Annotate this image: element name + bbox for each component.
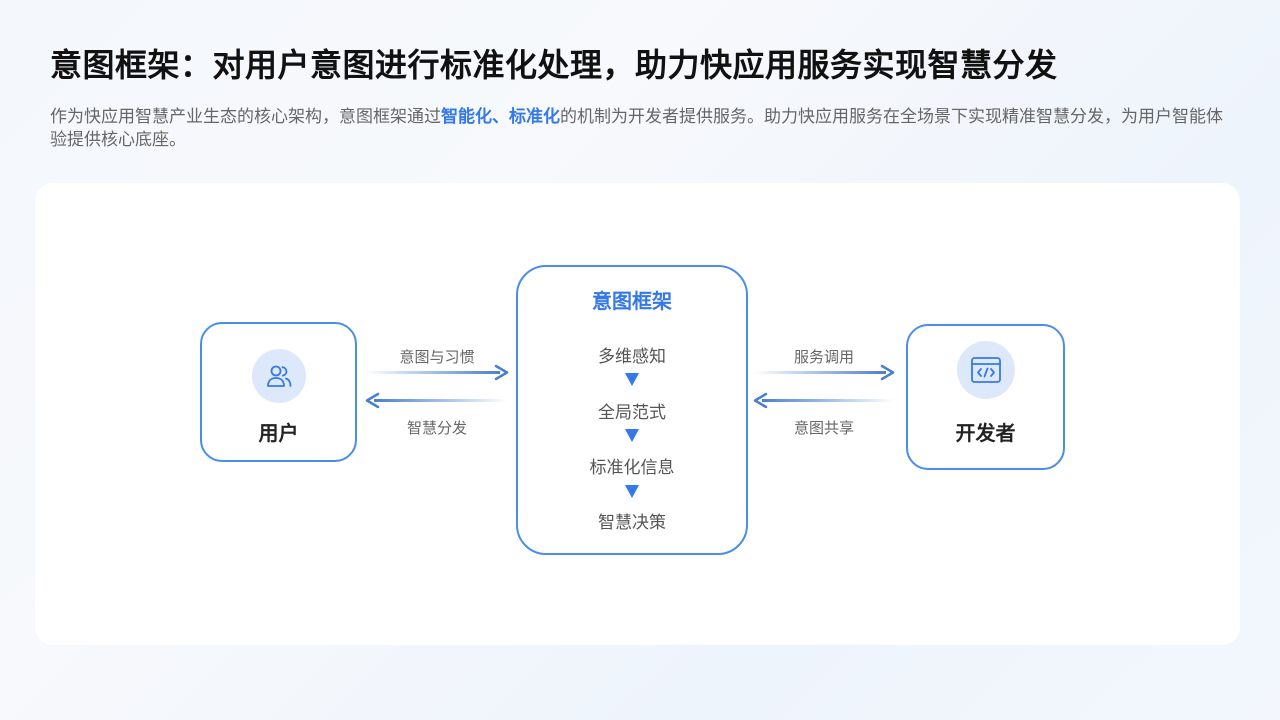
user-label: 用户 <box>258 421 299 445</box>
users-icon <box>251 349 306 403</box>
description-highlight: 智能化、标准化 <box>441 107 560 127</box>
user-node: 用户 <box>200 322 357 462</box>
step-down-arrow-icon <box>625 429 639 442</box>
framework-title: 意图框架 <box>592 289 672 313</box>
edge-label-user-to-framework: 意图与习惯 <box>399 348 475 366</box>
step-down-arrow-icon <box>625 485 639 498</box>
edge-label-developer-to-framework: 意图共享 <box>793 419 854 437</box>
developer-node: 开发者 <box>906 324 1065 470</box>
developer-label: 开发者 <box>955 421 1016 445</box>
framework-step: 全局范式 <box>598 403 666 423</box>
arrow-framework-to-user <box>365 392 508 409</box>
intent-framework-node: 意图框架 多维感知 全局范式 标准化信息 智慧决策 <box>516 265 748 555</box>
arrow-developer-to-framework <box>753 392 894 409</box>
page-description: 作为快应用智慧产业生态的核心架构，意图框架通过智能化、标准化的机制为开发者提供服… <box>50 106 1235 152</box>
framework-step: 智慧决策 <box>598 513 666 533</box>
code-window-icon <box>956 341 1015 399</box>
description-text-rest: 的机制为开发者提供服务。助力快应用服务在全场景下实现精准智慧分发，为用户智能体验… <box>50 107 1223 150</box>
arrow-framework-to-developer <box>754 364 895 381</box>
step-down-arrow-icon <box>625 373 639 386</box>
framework-step: 标准化信息 <box>589 458 675 478</box>
page-title: 意图框架：对用户意图进行标准化处理，助力快应用服务实现智慧分发 <box>50 46 1058 84</box>
edge-label-framework-to-developer: 服务调用 <box>793 348 854 366</box>
arrow-user-to-framework <box>366 364 509 381</box>
framework-step: 多维感知 <box>598 347 666 367</box>
edge-label-framework-to-user: 智慧分发 <box>406 419 467 437</box>
description-text: 作为快应用智慧产业生态的核心架构，意图框架通过 <box>50 107 441 127</box>
